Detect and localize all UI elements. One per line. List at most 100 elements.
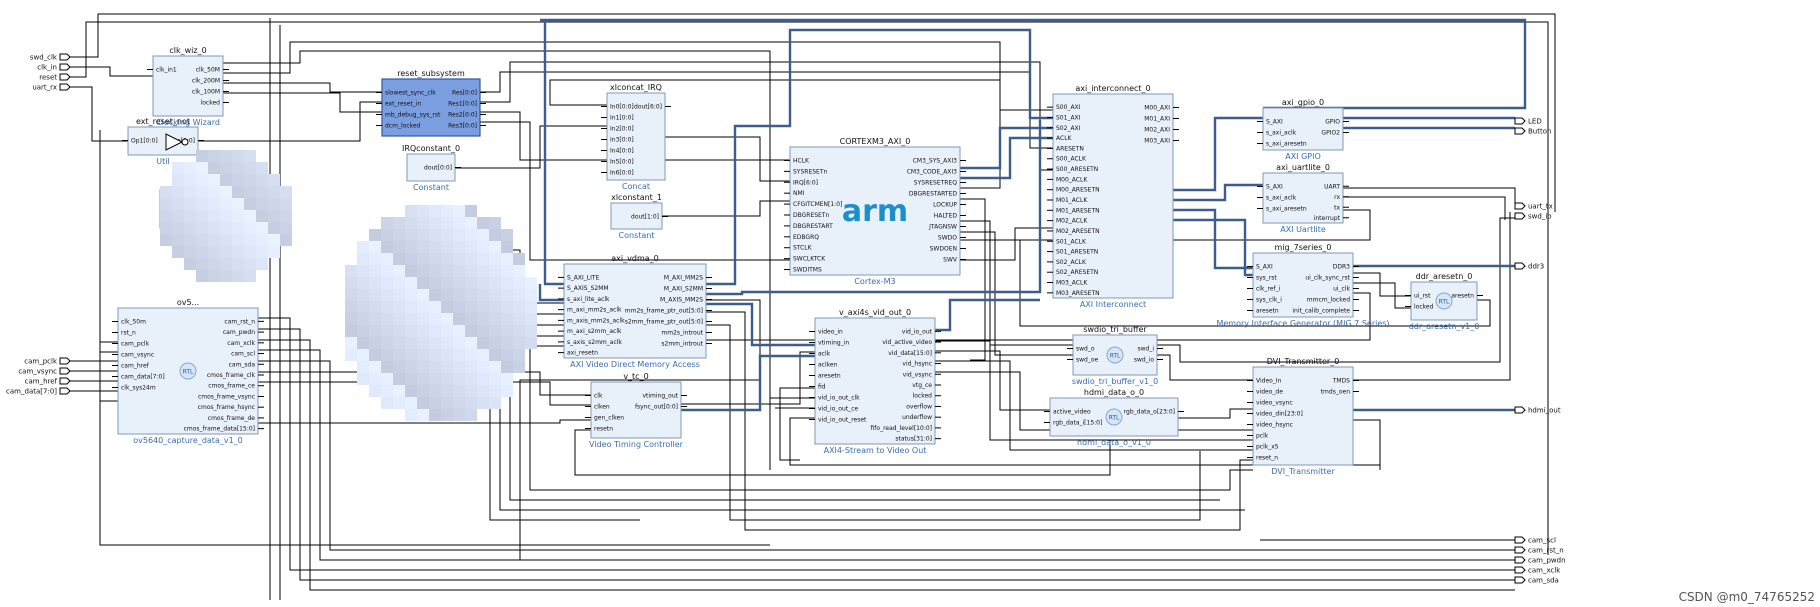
pin-swd-io[interactable]: swd_io (1134, 357, 1155, 364)
pin-s2mm-introut[interactable]: s2mm_introut (661, 341, 703, 348)
pin-sysresetreq[interactable]: SYSRESETREQ (914, 180, 957, 187)
pin-m-axi-s2mm-aclk[interactable]: m_axi_s2mm_aclk (567, 328, 622, 335)
pin-s02-aresetn[interactable]: S02_ARESETN (1056, 269, 1098, 276)
port-ddr3[interactable]: ddr3 (1514, 262, 1544, 271)
port-cam-data-7-0[interactable]: cam_data[7:0] (6, 387, 71, 396)
pin-rgb-data-i-15-0[interactable]: rgb_data_i[15:0] (1053, 420, 1102, 427)
pin-m02-aclk[interactable]: M02_ACLK (1056, 218, 1088, 225)
pin-in1-0-0[interactable]: In1[0:0] (610, 115, 634, 122)
pin-clk-ref-i[interactable]: clk_ref_i (1256, 286, 1281, 293)
pin-rgb-data-o-23-0[interactable]: rgb_data_o[23:0] (1124, 409, 1175, 416)
pin-cam-xclk[interactable]: cam_xclk (227, 340, 255, 347)
pin-m03-axi[interactable]: M03_AXI (1144, 138, 1170, 145)
pin-swd-o[interactable]: swd_o (1076, 346, 1095, 353)
pin-aclk[interactable]: aclk (818, 351, 831, 358)
pin-cam-pwdn[interactable]: cam_pwdn (223, 329, 255, 336)
pin-locked[interactable]: locked (201, 100, 221, 107)
block-body[interactable] (563, 263, 707, 359)
pin-op1-0-0[interactable]: Op1[0:0] (131, 138, 158, 145)
pin-cam-vsync[interactable]: cam_vsync (121, 352, 154, 359)
block-body[interactable] (152, 55, 224, 117)
pin-dbgresetn[interactable]: DBGRESETn (793, 212, 830, 219)
pin-s-axis-s2mm[interactable]: S_AXIS_S2MM (567, 285, 609, 292)
pin-s-axis-s2mm-aclk[interactable]: s_axis_s2mm_aclk (567, 339, 622, 346)
pin-gpio[interactable]: GPIO (1325, 119, 1340, 126)
pin-res2-0-0[interactable]: Res2[0:0] (448, 112, 477, 119)
port-swd-clk[interactable]: swd_clk (30, 53, 71, 62)
pin-swdo[interactable]: SWDO (938, 235, 957, 242)
pin-video-in[interactable]: Video_In (1256, 378, 1282, 385)
pin-cm3-sys-axi3[interactable]: CM3_SYS_AXI3 (913, 158, 957, 165)
pin-aresetn[interactable]: aresetn (818, 373, 841, 380)
pin-s-axi-lite-aclk[interactable]: s_axi_lite_aclk (567, 296, 610, 303)
pin-lockup[interactable]: LOCKUP (933, 202, 957, 209)
pin-axi-resetn[interactable]: axi_resetn (567, 350, 598, 357)
pin-stclk[interactable]: STCLK (793, 245, 813, 252)
block-body[interactable] (590, 381, 682, 439)
pin-swclktck[interactable]: SWCLKTCK (793, 256, 826, 263)
port-cam-href[interactable]: cam_href (25, 377, 71, 386)
pin-in6-0-0[interactable]: In6[0:0] (610, 170, 634, 177)
pin-s01-aresetn[interactable]: S01_ARESETN (1056, 249, 1098, 256)
pin-m-axi-s2mm[interactable]: M_AXI_S2MM (664, 286, 703, 293)
block-ddr-aresetn-0[interactable]: ddr_aresetn_0ddr_aresetn_v1_0ui_rstlocke… (1405, 272, 1483, 331)
pin-swv[interactable]: SWV (943, 257, 958, 264)
pin-clk-200m[interactable]: clk_200M (192, 78, 220, 85)
pin-tmds[interactable]: TMDS (1332, 378, 1350, 385)
port-cam-rst-n[interactable]: cam_rst_n (1514, 546, 1564, 555)
pin-vid-data-15-0[interactable]: vid_data[15:0] (888, 350, 932, 357)
pin-reset-n[interactable]: reset_n (1256, 455, 1278, 462)
block-reset-subsystem[interactable]: reset_subsystemslowest_sync_clkext_reset… (376, 69, 486, 137)
pin-nmi[interactable]: NMI (793, 190, 805, 197)
pin-m03-aresetn[interactable]: M03_ARESETN (1056, 290, 1100, 297)
pin-vid-io-out-reset[interactable]: vid_io_out_reset (818, 417, 867, 424)
pin-fsync-out-0-0[interactable]: fsync_out[0:0] (635, 404, 678, 411)
pin-gpio2[interactable]: GPIO2 (1321, 130, 1340, 137)
pin-vtiming-in[interactable]: vtiming_in (818, 340, 849, 347)
port-button[interactable]: Button (1514, 127, 1551, 136)
pin-ui-rst[interactable]: ui_rst (1414, 293, 1431, 300)
pin-mm2s-introut[interactable]: mm2s_introut (661, 330, 703, 337)
pin-cfgitcmen-1-0[interactable]: CFGITCMEN[1:0] (793, 201, 842, 208)
pin-vid-io-out-ce[interactable]: vid_io_out_ce (818, 406, 858, 413)
pin-video-hsync[interactable]: video_hsync (1256, 422, 1293, 429)
pin-active-video[interactable]: active_video (1053, 409, 1091, 416)
pin-clk[interactable]: clk (594, 393, 603, 400)
pin-s02-aclk[interactable]: S02_ACLK (1056, 259, 1087, 266)
pin-dout-6-0[interactable]: dout[6:0] (634, 104, 662, 111)
block-body[interactable] (789, 146, 961, 276)
pin-status-31-0[interactable]: status[31:0] (895, 436, 932, 443)
pin-locked[interactable]: locked (913, 393, 933, 400)
pin-video-de[interactable]: video_de (1256, 389, 1283, 396)
pin-s-axi[interactable]: S_AXI (1266, 184, 1283, 191)
pin-underflow[interactable]: underflow (902, 414, 932, 421)
block-hdmi-data-o-0[interactable]: hdmi_data_o_0hdmi_data_o_v1_0active_vide… (1044, 388, 1184, 447)
pin-video-din-23-0[interactable]: video_din[23:0] (1256, 411, 1303, 418)
port-hdmi-out[interactable]: hdmi_out (1514, 406, 1561, 415)
block-dvi-transmitter-0[interactable]: DVI_Transmitter_0DVI_TransmitterVideo_In… (1247, 357, 1359, 476)
pin-m-axis-mm2s[interactable]: M_AXIS_MM2S (660, 297, 703, 304)
pin-clk-50m[interactable]: clk_50M (196, 67, 220, 74)
port-cam-vsync[interactable]: cam_vsync (18, 367, 71, 376)
pin-swdoen[interactable]: SWDOEN (930, 246, 957, 253)
pin-sysresetn[interactable]: SYSRESETn (793, 168, 828, 175)
port-cam-sda[interactable]: cam_sda (1514, 576, 1559, 585)
pin-init-calib-complete[interactable]: init_calib_complete (1292, 308, 1350, 315)
pin-hclk[interactable]: HCLK (793, 157, 810, 164)
pin-res-0-0[interactable]: Res[0:0] (452, 90, 477, 97)
pin-m-axi-mm2s[interactable]: M_AXI_MM2S (664, 275, 703, 282)
pin-cmos-frame-ce[interactable]: cmos_frame_ce (208, 383, 255, 390)
pin-rx[interactable]: rx (1334, 194, 1340, 201)
port-cam-pclk[interactable]: cam_pclk (24, 357, 71, 366)
pin-mb-debug-sys-rst[interactable]: mb_debug_sys_rst (385, 112, 441, 119)
pin-s00-aresetn[interactable]: S00_ARESETN (1056, 166, 1098, 173)
pin-sys-clk-i[interactable]: sys_clk_i (1256, 297, 1282, 304)
